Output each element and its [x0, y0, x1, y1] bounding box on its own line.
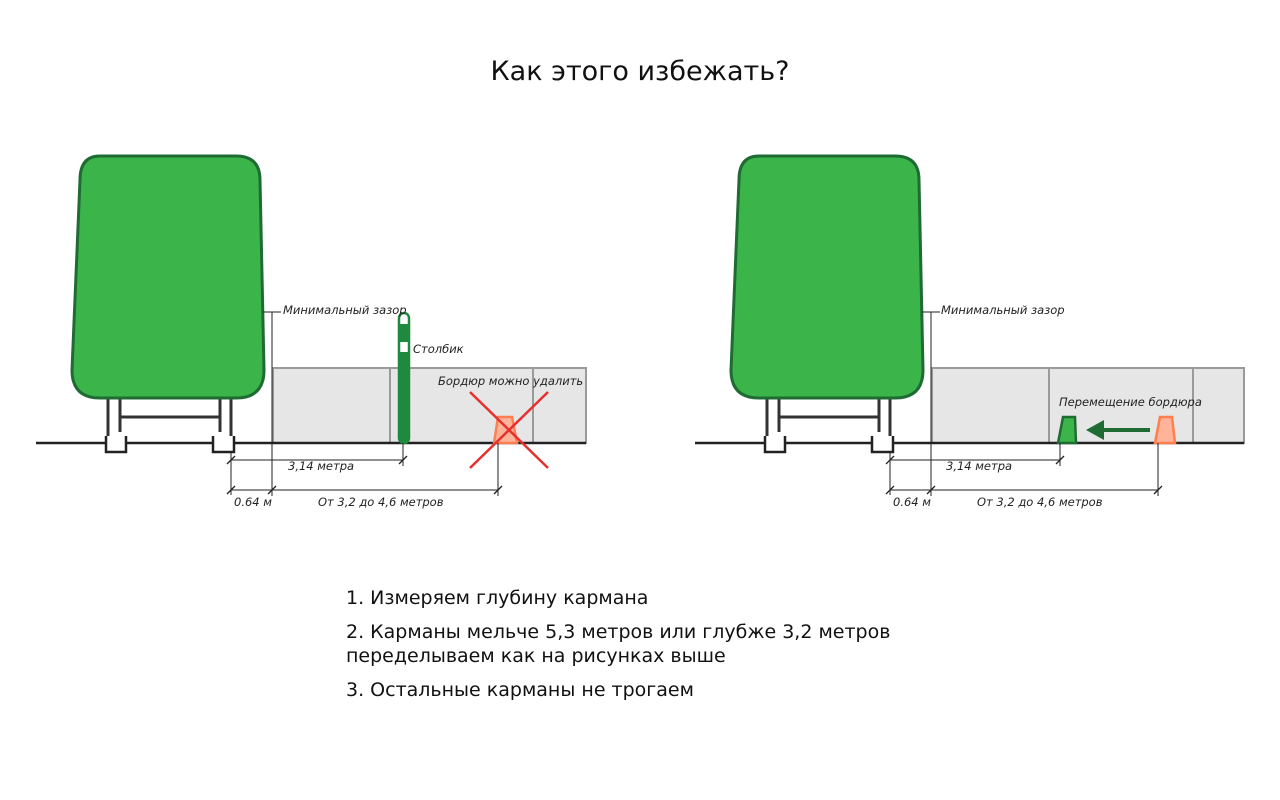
right-diagram: Минимальный зазор Перемещение бордюра 3,…: [695, 154, 1245, 509]
steps-list: 1. Измеряем глубину кармана 2. Карманы м…: [346, 586, 986, 712]
vehicle-right: [729, 154, 925, 454]
label-curb-removable: Бордюр можно удалить: [438, 374, 583, 388]
dim-tick: [1055, 455, 1065, 465]
curb-orange-left: [492, 415, 519, 445]
post-left: [397, 311, 411, 445]
dim-tick: [493, 485, 503, 495]
dim-tick: [926, 485, 936, 495]
step-item: 3. Остальные карманы не трогаем: [346, 679, 694, 701]
label-curb-move: Перемещение бордюра: [1059, 395, 1202, 409]
label-min-gap: Минимальный зазор: [941, 303, 1065, 317]
dim-tick: [1153, 485, 1163, 495]
label-dim-range: От 3,2 до 4,6 метров: [318, 495, 444, 509]
vehicle-body: [70, 154, 266, 400]
label-min-gap: Минимальный зазор: [283, 303, 407, 317]
cross-icon: [469, 391, 549, 469]
label-dim-064: 0.64 м: [893, 495, 931, 509]
dim-tick: [226, 485, 236, 495]
label-dim-314: 3,14 метра: [288, 459, 354, 473]
curb-orange-old: [1153, 415, 1177, 445]
vehicle-left: [70, 154, 266, 454]
label-dim-064: 0.64 м: [234, 495, 272, 509]
dim-tick: [267, 485, 277, 495]
dim-tick: [398, 455, 408, 465]
arrow-left-icon: [1086, 420, 1150, 440]
step-item: 2. Карманы мельче 5,3 метров или глубже …: [346, 621, 891, 667]
left-diagram: Минимальный зазор Столбик Бордюр можно у…: [36, 154, 587, 509]
label-dim-314: 3,14 метра: [946, 459, 1012, 473]
page-title: Как этого избежать?: [490, 56, 790, 87]
dim-tick: [885, 455, 895, 465]
curb-green-new: [1056, 415, 1078, 445]
label-post: Столбик: [413, 342, 464, 356]
step-item: 1. Измеряем глубину кармана: [346, 587, 649, 609]
dim-tick: [226, 455, 236, 465]
dim-tick: [885, 485, 895, 495]
vehicle-body: [729, 154, 925, 400]
label-dim-range: От 3,2 до 4,6 метров: [977, 495, 1103, 509]
